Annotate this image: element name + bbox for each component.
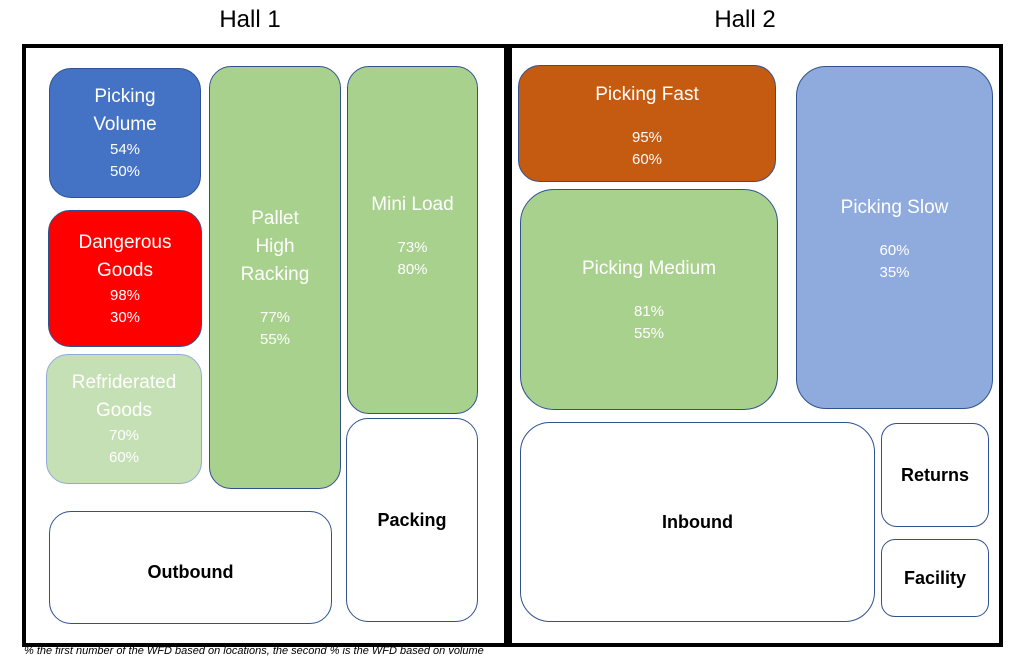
hall-1-frame [22,44,508,647]
zone-location-pct: 73% [397,239,428,256]
zone-name: Mini Load [371,194,454,215]
zone-name: Facility [903,568,967,588]
zone-name: Inbound [662,512,733,532]
zone-name: Picking Slow [840,197,949,218]
zone-picking-slow: Picking Slow 60% 35% [796,66,993,409]
hall-1-title: Hall 1 [219,6,281,33]
zone-picking-medium: Picking Medium 81% 55% [520,189,778,410]
zone-location-pct: 77% [259,309,291,326]
zone-name: Picking Fast [595,84,699,105]
footnote: % the first number of the WFD based on l… [24,645,484,657]
zone-volume-pct: 50% [109,163,141,180]
hall-2-title: Hall 2 [714,6,776,33]
zone-volume-pct: 55% [633,324,665,342]
zone-name: Dangerous Goods [78,231,172,281]
zone-location-pct: 70% [108,427,140,444]
zone-refriderated-goods: Refriderated Goods 70% 60% [46,354,202,484]
zone-dangerous-goods: Dangerous Goods 98% 30% [48,210,202,347]
zone-name: Returns [900,465,969,485]
zone-location-pct: 60% [879,242,910,259]
zone-volume-pct: 35% [879,264,910,281]
zone-pallet-high-racking: Pallet High Racking 77% 55% [209,66,341,489]
zone-volume-pct: 60% [631,151,663,168]
zone-name: Picking Volume [93,86,157,135]
zone-volume-pct: 30% [109,308,141,326]
zone-location-pct: 98% [109,286,141,304]
zone-picking-fast: Picking Fast 95% 60% [518,65,776,182]
zone-inbound: Inbound [520,422,875,622]
zone-volume-pct: 80% [397,261,428,278]
zone-name: Refriderated Goods [71,372,177,421]
zone-name: Packing [377,510,447,530]
zone-returns: Returns [881,423,989,527]
zone-volume-pct: 55% [259,331,291,348]
hall-2-frame [508,44,1003,647]
zone-mini-load: Mini Load 73% 80% [347,66,478,414]
zone-location-pct: 95% [631,129,663,146]
zone-facility: Facility [881,539,989,617]
zone-name: Pallet High Racking [240,208,310,285]
zone-outbound: Outbound [49,511,332,624]
zone-name: Picking Medium [581,257,717,279]
zone-packing: Packing [346,418,478,622]
zone-location-pct: 81% [633,302,665,320]
zone-volume-pct: 60% [108,449,140,466]
zone-location-pct: 54% [109,141,141,158]
zone-name: Outbound [147,561,234,582]
zone-picking-volume: Picking Volume 54% 50% [49,68,201,198]
